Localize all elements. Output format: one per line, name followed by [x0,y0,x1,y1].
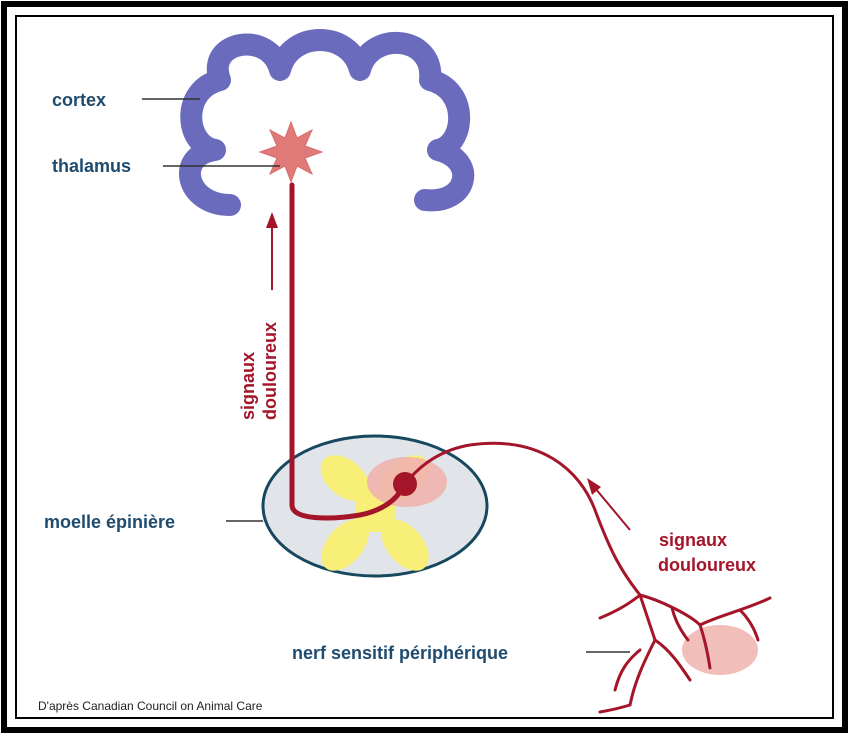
vertical-signals-line1: signaux [238,352,258,420]
right-signals-line2: douloureux [658,555,756,575]
spinal-cord-label: moelle épinière [44,512,175,532]
right-signals-line1: signaux [659,530,727,550]
peripheral-pain-zone [682,625,758,675]
cortex-label: cortex [52,90,106,110]
vertical-signals-line2: douloureux [260,322,280,420]
credit-text: D'après Canadian Council on Animal Care [38,699,263,713]
thalamus-label: thalamus [52,156,131,176]
peripheral-nerve-label: nerf sensitif périphérique [292,643,508,663]
outer-frame [4,4,845,730]
